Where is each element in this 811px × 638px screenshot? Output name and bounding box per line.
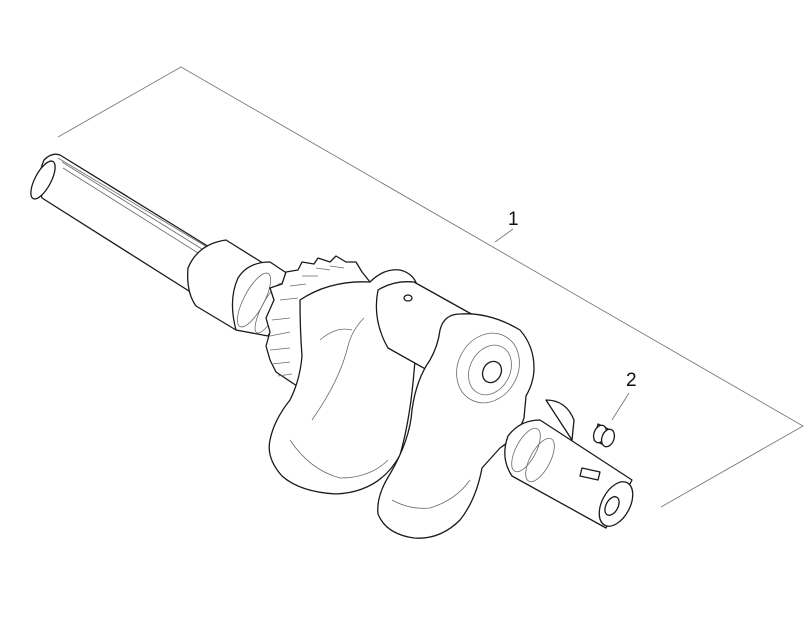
bushing-part-2 [592, 423, 616, 448]
callout-1: 1 [508, 209, 519, 230]
output-shaft [504, 399, 634, 529]
leader-line-1 [494, 228, 514, 243]
callout-2: 2 [626, 370, 637, 391]
assembly-bracket [57, 66, 804, 508]
crank-web-2 [377, 313, 535, 539]
pto-shaft [30, 153, 215, 299]
leader-line-2 [611, 392, 630, 421]
